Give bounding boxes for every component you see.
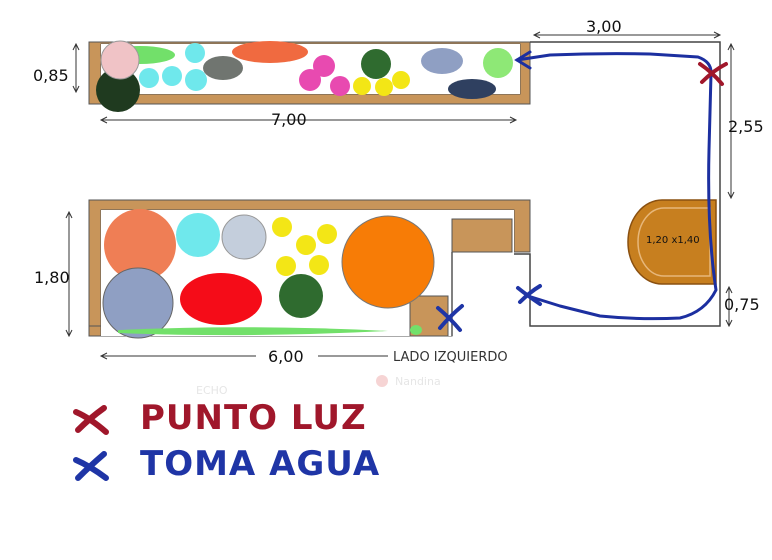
plant-cyan-large: [176, 213, 220, 257]
plant-yellow-e: [309, 255, 329, 275]
legend-water-point: TOMA AGUA: [72, 444, 380, 484]
faint-label-echo: ECHO: [196, 384, 228, 397]
plant-salmon: [104, 209, 176, 281]
irrigation-line: [515, 52, 718, 321]
plant-pink: [100, 40, 140, 80]
water-point-marker-1: [436, 304, 464, 332]
plant-orange-tree: [341, 215, 435, 309]
plant-blue-grey-large: [102, 267, 174, 339]
dimension-lines: [65, 31, 735, 360]
plant-yellow-c: [317, 224, 337, 244]
bottom-planter: [88, 199, 531, 339]
plant-navy: [448, 79, 496, 99]
plant-green-shrub: [279, 274, 323, 318]
table-top: [627, 199, 717, 285]
dim-top-depth: 0,85: [33, 66, 69, 85]
side-note-label: LADO IZQUIERDO: [393, 350, 508, 365]
light-point-marker: [698, 62, 728, 86]
plant-pale-blue: [221, 214, 267, 260]
plant-light-green: [483, 48, 513, 78]
plant-cyan-2: [162, 66, 182, 86]
dim-top-width: 3,00: [586, 17, 622, 36]
table: 1,20 x1,40: [627, 199, 717, 285]
plant-magenta-1: [313, 55, 335, 77]
dim-right-upper: 2,55: [728, 117, 764, 136]
plant-cyan-4: [185, 69, 207, 91]
legend-light-point: PUNTO LUZ: [72, 398, 367, 438]
plant-yellow-d: [276, 256, 296, 276]
table-size-label: 1,20 x1,40: [646, 235, 700, 246]
dim-bottom-length: 6,00: [268, 347, 304, 366]
plant-dark-shrub: [96, 68, 140, 112]
faint-bullet: [376, 375, 388, 387]
top-planter: [88, 40, 531, 112]
dim-right-lower: 0,75: [724, 295, 760, 314]
plant-yellow-1: [353, 77, 371, 95]
plant-blue-grey: [421, 48, 463, 74]
legend-water-point-label: TOMA AGUA: [140, 444, 381, 484]
irrigation-arrow: [514, 50, 532, 70]
table-inner-edge: [637, 207, 711, 277]
plant-yellow-3: [392, 71, 410, 89]
plant-yellow-a: [272, 217, 292, 237]
dim-top-length: 7,00: [271, 110, 307, 129]
plant-grass-tip: [410, 325, 422, 335]
plant-dark-green: [361, 49, 391, 79]
plant-red: [180, 273, 262, 325]
planter-storage-box: [451, 218, 513, 253]
cross-icon: [73, 405, 109, 435]
plant-magenta-3: [330, 76, 350, 96]
plant-cyan-1: [139, 68, 159, 88]
dim-bottom-depth: 1,80: [34, 268, 70, 287]
plant-orange: [232, 41, 308, 63]
faint-label-nandina: Nandina: [395, 375, 441, 388]
plant-yellow-b: [296, 235, 316, 255]
water-point-marker-2: [516, 284, 542, 306]
plant-grass-border: [118, 327, 388, 336]
plant-cyan-3: [185, 43, 205, 63]
legend-light-point-label: PUNTO LUZ: [140, 398, 367, 438]
cross-icon: [73, 451, 109, 481]
plant-grey: [203, 56, 243, 80]
plant-magenta-2: [299, 69, 321, 91]
plant-yellow-2: [375, 78, 393, 96]
